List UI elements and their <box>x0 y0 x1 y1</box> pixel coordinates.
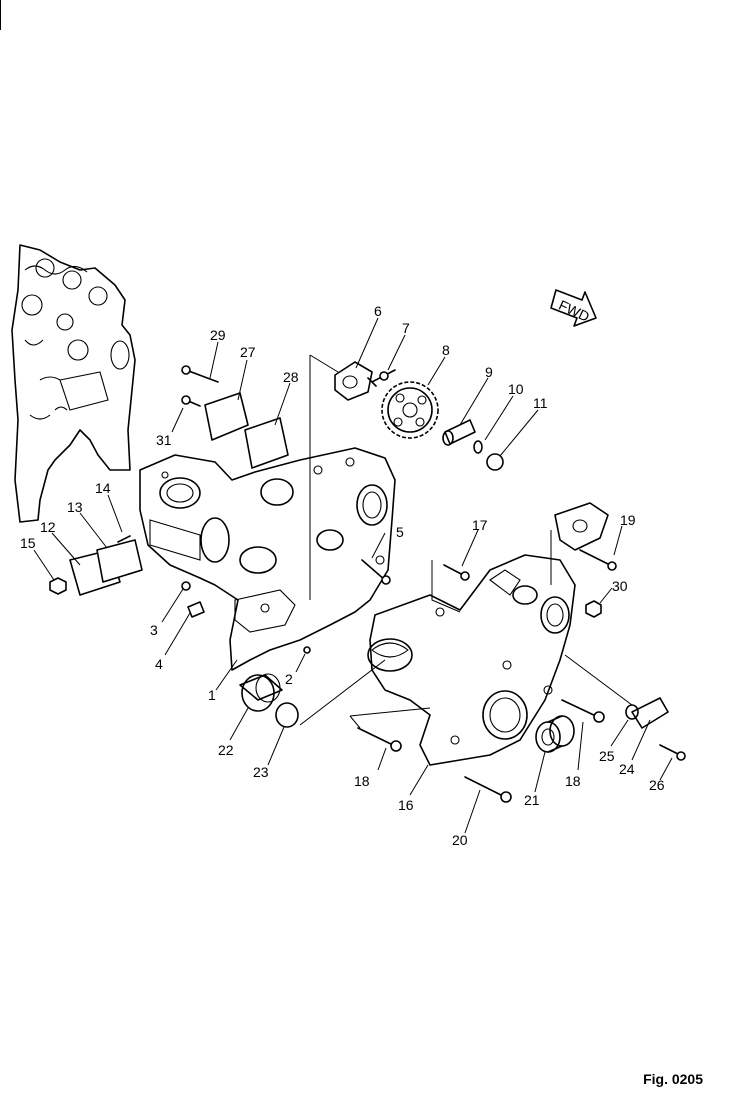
callout-18-right: 18 <box>565 773 581 789</box>
bolt-part-5 <box>361 559 386 581</box>
callout-2: 2 <box>285 671 293 687</box>
callout-10: 10 <box>508 381 524 397</box>
callout-28: 28 <box>283 369 299 385</box>
bolt-part-18b <box>561 699 599 718</box>
front-cover <box>367 554 576 766</box>
callout-8: 8 <box>442 342 450 358</box>
oil-seal-part-21 <box>535 715 575 753</box>
callout-4: 4 <box>155 656 163 672</box>
callout-22: 22 <box>218 742 234 758</box>
callout-23: 23 <box>253 764 269 780</box>
fwd-label: FWD <box>556 297 592 325</box>
bolt-head-part-18a <box>390 740 402 752</box>
callout-3: 3 <box>150 622 158 638</box>
bolt-part-26 <box>659 744 681 756</box>
bolt-part-18a <box>357 727 396 747</box>
callout-14: 14 <box>95 480 111 496</box>
callout-13: 13 <box>67 499 83 515</box>
nut-part-30 <box>585 600 602 618</box>
leader-lines <box>33 317 673 834</box>
bolt-head-part-7 <box>379 371 389 381</box>
dowel-part-4 <box>187 601 205 618</box>
o-ring-part-23 <box>275 702 299 728</box>
callout-7: 7 <box>402 320 410 336</box>
bracket-part-6 <box>334 361 373 401</box>
callout-12: 12 <box>40 519 56 535</box>
pin-part-2 <box>303 646 311 654</box>
bolt-head-part-18b <box>593 711 605 723</box>
figure-caption: Fig. 0205 <box>643 1071 703 1087</box>
gasket-part-13 <box>96 539 143 583</box>
callout-15: 15 <box>20 535 36 551</box>
seal-part-22 <box>239 673 283 712</box>
callout-labels: 29 27 28 31 6 7 8 9 10 11 14 13 12 15 3 … <box>20 303 665 848</box>
stud-part-14 <box>117 535 131 543</box>
bolt-part-29 <box>185 369 219 383</box>
callout-16: 16 <box>398 797 414 813</box>
snap-ring-part-11 <box>486 453 504 471</box>
assembly-lines <box>299 354 633 729</box>
bolt-head-part-26 <box>676 751 686 761</box>
nut-part-15 <box>49 577 67 595</box>
bolt-head-part-29 <box>181 365 191 375</box>
callout-11: 11 <box>533 395 548 411</box>
bolt-head-part-19 <box>607 561 617 571</box>
cover-part-24 <box>631 697 669 729</box>
callout-20: 20 <box>452 832 468 848</box>
forward-arrow: FWD <box>550 289 597 327</box>
bolt-part-20 <box>464 776 506 798</box>
idler-gear-part-8 <box>381 381 439 439</box>
callout-18-left: 18 <box>354 773 370 789</box>
bolt-head-part-5 <box>381 575 391 585</box>
callout-21: 21 <box>524 792 540 808</box>
callout-26: 26 <box>649 777 665 793</box>
callout-30: 30 <box>612 578 628 594</box>
washer-part-10 <box>473 440 483 454</box>
cover-plate-part-27 <box>204 392 249 441</box>
bolt-head-part-31 <box>181 395 191 405</box>
callout-9: 9 <box>485 364 493 380</box>
gear-case-housing <box>139 447 396 671</box>
engine-block <box>11 244 136 523</box>
callout-19: 19 <box>620 512 636 528</box>
callout-1: 1 <box>208 687 216 703</box>
bolt-part-19 <box>579 549 613 567</box>
bushing-part-9 <box>442 419 476 446</box>
bracket-hole-part-19 <box>572 519 588 533</box>
callout-6: 6 <box>374 303 382 319</box>
callout-29: 29 <box>210 327 226 343</box>
callout-5: 5 <box>396 524 404 540</box>
bolt-head-part-20 <box>500 791 512 803</box>
bolt-head-part-17 <box>460 571 470 581</box>
o-ring-part-3 <box>181 581 191 591</box>
callout-31: 31 <box>156 432 172 448</box>
bracket-part-19 <box>554 502 609 551</box>
callout-17: 17 <box>472 517 488 533</box>
callout-25: 25 <box>599 748 615 764</box>
callout-24: 24 <box>619 761 635 777</box>
gasket-part-28 <box>244 417 289 469</box>
callout-27: 27 <box>240 344 256 360</box>
page-border-mark <box>0 0 1 30</box>
